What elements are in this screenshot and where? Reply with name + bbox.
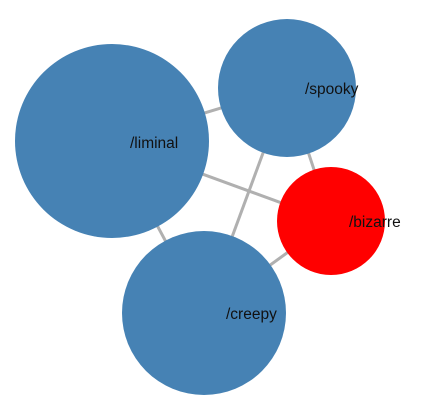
nodes-layer — [15, 19, 385, 395]
node-creepy[interactable] — [122, 231, 286, 395]
node-liminal[interactable] — [15, 44, 209, 238]
node-label-bizarre: /bizarre — [349, 214, 401, 231]
node-spooky[interactable] — [218, 19, 356, 157]
node-label-spooky: /spooky — [305, 81, 359, 98]
labels-layer: /liminal/spooky/bizarre/creepy — [130, 81, 401, 323]
node-label-creepy: /creepy — [226, 306, 277, 323]
node-label-liminal: /liminal — [130, 135, 178, 152]
node-bizarre[interactable] — [277, 167, 385, 275]
